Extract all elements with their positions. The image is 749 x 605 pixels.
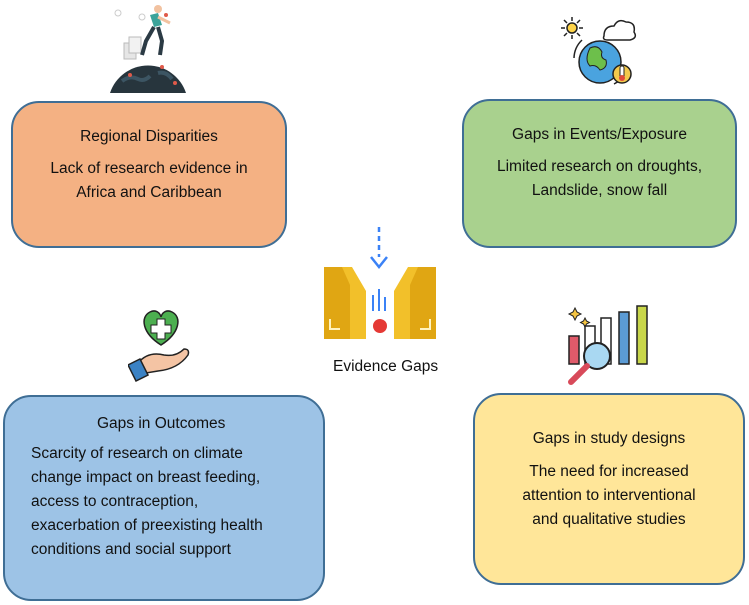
regional-disparities-description: Lack of research evidence in Africa and … bbox=[23, 157, 275, 205]
description-line: Limited research on droughts, bbox=[496, 158, 703, 175]
center-label: Evidence Gaps bbox=[333, 358, 439, 375]
description-line: access to contraception, bbox=[31, 493, 199, 510]
regional-disparities-box: Regional Disparities Lack of research ev… bbox=[11, 101, 287, 248]
description-line: Landslide, snow fall bbox=[531, 182, 668, 199]
outcomes-description: Scarcity of research on climate change i… bbox=[31, 442, 313, 562]
events-exposure-box: Gaps in Events/Exposure Limited research… bbox=[462, 99, 737, 248]
description-line: exacerbation of preexisting health bbox=[31, 517, 263, 534]
chart-magnifier-icon bbox=[567, 305, 648, 385]
funnel-icon bbox=[324, 227, 436, 339]
study-designs-box: Gaps in study designs The need for incre… bbox=[473, 393, 745, 585]
heart-in-hand-icon bbox=[128, 310, 190, 383]
study-designs-title: Gaps in study designs bbox=[532, 430, 686, 447]
description-line: Scarcity of research on climate bbox=[31, 445, 243, 462]
description-line: The need for increased bbox=[529, 463, 689, 480]
description-line: change impact on breast feeding, bbox=[31, 469, 261, 486]
events-exposure-title: Gaps in Events/Exposure bbox=[512, 126, 687, 143]
person-on-globe-icon bbox=[110, 5, 186, 93]
description-line: attention to interventional bbox=[522, 487, 696, 504]
description-line: conditions and social support bbox=[31, 541, 231, 558]
events-exposure-description: Limited research on droughts, Landslide,… bbox=[474, 155, 725, 203]
description-line: Africa and Caribbean bbox=[76, 184, 222, 201]
climate-globe-icon bbox=[561, 17, 637, 85]
outcomes-title: Gaps in Outcomes bbox=[97, 415, 226, 432]
description-line: and qualitative studies bbox=[532, 511, 686, 528]
description-line: Lack of research evidence in bbox=[50, 160, 248, 177]
study-designs-description: The need for increased attention to inte… bbox=[485, 460, 733, 532]
outcomes-box: Gaps in Outcomes Scarcity of research on… bbox=[3, 395, 325, 601]
regional-disparities-title: Regional Disparities bbox=[80, 128, 218, 145]
